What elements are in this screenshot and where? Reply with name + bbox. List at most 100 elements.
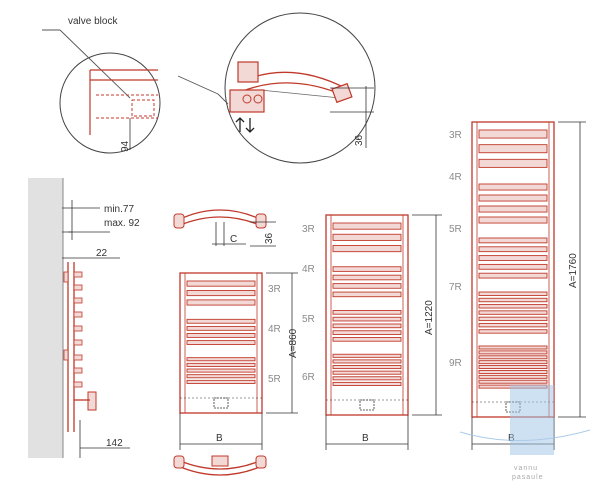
r860-rung-0 xyxy=(186,280,256,287)
r1760-rung-15 xyxy=(478,310,548,315)
side-rung-8 xyxy=(73,381,83,388)
r1220-rung-17 xyxy=(332,381,402,386)
r860-rung-6 xyxy=(186,340,256,345)
r1760-rung-1 xyxy=(478,144,548,154)
connection-detail: 36 xyxy=(177,12,376,164)
r1760-rung-22 xyxy=(478,360,548,365)
r1760-rung-7 xyxy=(478,237,548,244)
radiator-1220-rungs xyxy=(332,222,402,386)
side-rung-4 xyxy=(73,325,83,332)
dim-22: 22 xyxy=(96,248,108,259)
r1220-rung-13 xyxy=(332,359,402,364)
r860-rung-9 xyxy=(186,368,256,373)
r860-rung-8 xyxy=(186,362,256,367)
r1760-section-1: 4R xyxy=(449,172,462,183)
dim-94: 94 xyxy=(120,140,131,152)
r1220-rung-4 xyxy=(332,274,402,281)
r1760-rung-20 xyxy=(478,350,548,355)
r1760-rung-18 xyxy=(478,329,548,334)
r1760-section-0: 3R xyxy=(449,130,462,141)
r860-rung-2 xyxy=(186,299,256,306)
r860-rung-10 xyxy=(186,374,256,379)
r1760-rung-3 xyxy=(478,183,548,191)
dim-142: 142 xyxy=(106,438,123,449)
watermark-text-2: pasaule xyxy=(512,474,544,481)
dim-c: C xyxy=(230,234,237,245)
r1760-rung-2 xyxy=(478,158,548,168)
r1760-section-2: 5R xyxy=(449,224,462,235)
r1220-rung-14 xyxy=(332,365,402,370)
r1760-rung-5 xyxy=(478,205,548,213)
r860-section-0: 3R xyxy=(268,284,281,295)
r1760-rung-24 xyxy=(478,369,548,374)
dim-min: min.77 xyxy=(104,204,134,215)
a-1220: A=1220 xyxy=(424,300,435,335)
r860-section-2: 5R xyxy=(268,374,281,385)
top-view: C 36 xyxy=(173,209,276,247)
side-rung-1 xyxy=(73,284,83,291)
r1760-rung-26 xyxy=(478,379,548,384)
r860-rung-4 xyxy=(186,325,256,331)
radiator-1760: 3R 4R 5R 7R 9R A=1760 B xyxy=(449,121,586,450)
r1220-rung-15 xyxy=(332,370,402,375)
r1760-rung-4 xyxy=(478,194,548,202)
r1220-rung-10 xyxy=(332,330,402,335)
r1220-rung-7 xyxy=(332,310,402,315)
side-view: min.77 max. 92 22 142 xyxy=(28,178,140,458)
r1760-rung-0 xyxy=(478,129,548,139)
r1220-rung-16 xyxy=(332,376,402,381)
r860-rung-3 xyxy=(186,318,256,324)
r1760-rung-11 xyxy=(478,272,548,279)
side-rung-5 xyxy=(73,339,83,346)
r1760-rung-16 xyxy=(478,316,548,322)
r1220-rung-0 xyxy=(332,222,402,230)
dim-36-top: 36 xyxy=(264,232,275,244)
r860-rung-11 xyxy=(186,379,256,384)
r1220-rung-6 xyxy=(332,291,402,298)
watermark-logo: vannu pasaule xyxy=(459,385,591,481)
r860-rung-1 xyxy=(186,289,256,297)
r860-rung-7 xyxy=(186,357,256,362)
side-rung-7 xyxy=(73,367,83,374)
watermark-text-1: vannu xyxy=(514,465,538,472)
dim-b-1220: B xyxy=(362,433,369,444)
side-rung-0 xyxy=(73,271,83,278)
r1220-rung-11 xyxy=(332,337,402,342)
r1220-rung-1 xyxy=(332,233,402,241)
r1220-rung-5 xyxy=(332,283,402,289)
radiator-860: 3R 4R 5R A=860 B xyxy=(179,272,299,450)
dim-max: max. 92 xyxy=(104,218,140,229)
side-view-rungs xyxy=(73,271,83,388)
side-rung-6 xyxy=(73,354,83,361)
r1760-rung-21 xyxy=(478,355,548,360)
r1760-section-4: 9R xyxy=(449,358,462,369)
r1760-rung-19 xyxy=(478,345,548,350)
r1760-rung-17 xyxy=(478,322,548,328)
radiator-1220: 3R 4R 5R 6R A=1220 B xyxy=(302,214,442,450)
r1220-rung-2 xyxy=(332,245,402,253)
r1760-rung-12 xyxy=(478,291,548,296)
a-860: A=860 xyxy=(288,328,299,358)
r860-rung-5 xyxy=(186,333,256,338)
radiator-1760-rungs xyxy=(478,129,548,389)
r1220-section-1: 4R xyxy=(302,264,315,275)
r1220-section-3: 6R xyxy=(302,372,315,383)
r1760-rung-14 xyxy=(478,304,548,309)
r1220-rung-3 xyxy=(332,266,402,272)
r860-section-1: 4R xyxy=(268,324,281,335)
r1760-section-3: 7R xyxy=(449,282,462,293)
bottom-view xyxy=(173,455,267,476)
r1220-rung-8 xyxy=(332,316,402,322)
r1760-rung-13 xyxy=(478,297,548,303)
dim-36-detail: 36 xyxy=(354,134,365,146)
valve-block-label: valve block xyxy=(68,16,118,27)
r1760-rung-23 xyxy=(478,365,548,370)
side-rung-2 xyxy=(73,297,83,304)
r1760-rung-25 xyxy=(478,374,548,379)
r1760-rung-8 xyxy=(478,246,548,253)
dim-b-860: B xyxy=(216,433,223,444)
r1760-rung-10 xyxy=(478,263,548,270)
valve-block-detail: valve block 94 xyxy=(42,16,161,154)
radiator-860-rungs xyxy=(186,280,256,384)
